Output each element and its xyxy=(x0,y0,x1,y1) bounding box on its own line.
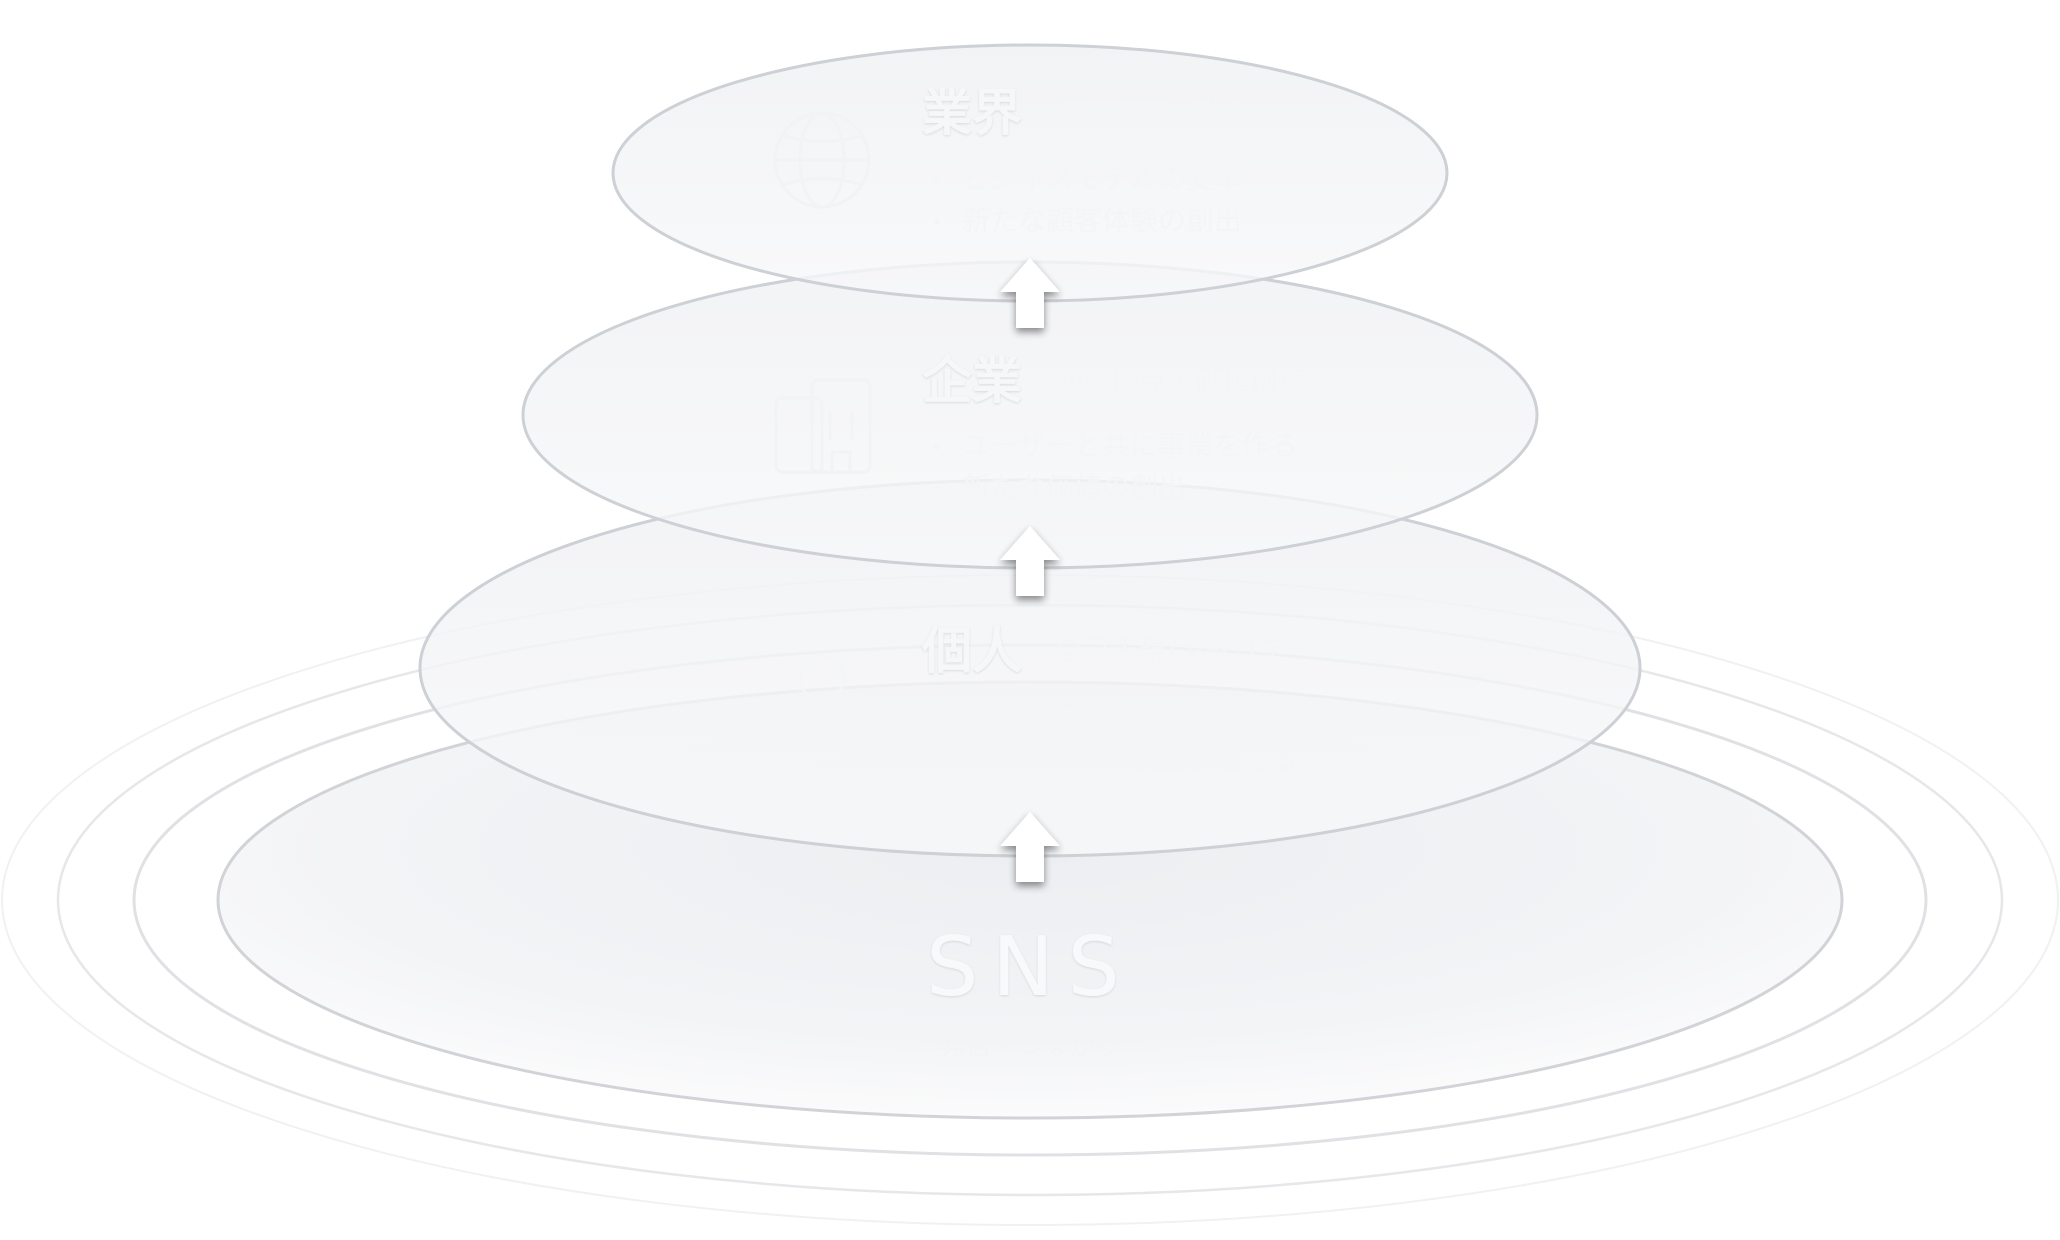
bullet-company-2: 新たな価値の創出 xyxy=(962,471,1186,504)
base-title: SNS xyxy=(926,920,1133,1015)
bullet-dot: • xyxy=(930,436,943,461)
up-arrow-icon xyxy=(1000,812,1060,882)
layer-industry: 業界 構造変革 / 融合 • ビジネスモデルの変革 • 新たな顧客体験の創出 xyxy=(611,43,1449,303)
bullet-dot: • xyxy=(930,478,943,503)
layer-subtitle-individual: 自己表現/キャリア xyxy=(1055,634,1288,667)
up-arrow-icon xyxy=(1000,526,1060,596)
layer-company: 企業 顧客接点 / 価値創造 • ユーザーと共に事業を作る • 新たな価値の創出 xyxy=(521,260,1539,570)
bullet-dot: • xyxy=(930,709,943,734)
globe-icon xyxy=(773,111,871,209)
layer-title-company: 企業 xyxy=(922,352,1022,410)
up-arrow-icon xyxy=(1000,258,1060,328)
bullet-company-1: ユーザーと共に事業を作る xyxy=(962,429,1297,462)
base-subtitle: 発信・つながり xyxy=(939,1032,1121,1062)
up-arrows xyxy=(1000,258,1060,882)
bullet-dot: • xyxy=(930,169,943,194)
bullet-dot: • xyxy=(930,211,943,236)
bullet-industry-1: ビジネスモデルの変革 xyxy=(962,162,1242,195)
layer-title-industry: 業界 xyxy=(922,84,1022,142)
bullet-dot: • xyxy=(930,751,943,776)
layer-subtitle-industry: 構造変革 / 融合 xyxy=(1055,96,1250,129)
bullet-industry-2: 新たな顧客体験の創出 xyxy=(962,204,1242,237)
layer-subtitle-company: 顧客接点 / 価値創造 xyxy=(1055,364,1306,397)
layer-individual: 個人 自己表現/キャリア • キャリア形成の新たなツール • キャリアの選択肢が… xyxy=(418,478,1642,858)
bullet-individual-1: キャリア形成の新たなツール xyxy=(962,702,1326,735)
building-icon xyxy=(774,378,872,474)
person-icon xyxy=(780,654,864,746)
bullet-individual-2: キャリアの選択肢が増える xyxy=(962,744,1297,777)
layer-title-individual: 個人 xyxy=(921,622,1022,680)
